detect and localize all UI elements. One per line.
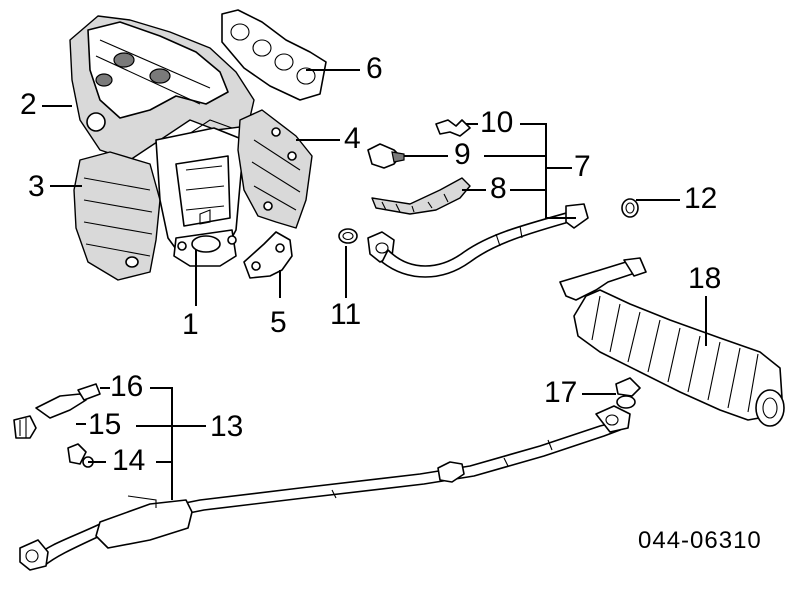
front-exhaust-pipe	[367, 203, 589, 278]
callout-6: 6	[366, 52, 383, 85]
callout-2: 2	[20, 88, 37, 121]
tailpipe-gasket	[621, 198, 639, 218]
muffler-assembly	[559, 257, 785, 427]
callout-11: 11	[330, 298, 361, 331]
callout-labels: 1 2 3 4 5 6 7 8 9 10 11 12 13 14 15 16 1…	[20, 52, 721, 477]
callout-3: 3	[28, 170, 45, 203]
sensor-clip	[67, 443, 94, 468]
oxygen-sensor	[13, 415, 37, 439]
callout-17: 17	[544, 376, 577, 409]
callout-13: 13	[210, 410, 243, 443]
lower-heat-shield	[73, 151, 161, 281]
pipe-heat-insulator	[371, 177, 471, 215]
callout-9: 9	[454, 138, 471, 171]
manifold-gasket	[221, 9, 327, 101]
converter-bracket	[243, 231, 293, 279]
callout-15: 15	[88, 408, 121, 441]
gasket-ring	[338, 228, 358, 244]
callout-4: 4	[344, 122, 361, 155]
center-exhaust-pipe	[19, 405, 631, 571]
diagram-code: 044-06310	[638, 527, 762, 554]
exhaust-manifold	[69, 15, 255, 161]
callout-7: 7	[574, 150, 591, 183]
muffler-gasket	[615, 377, 641, 409]
leader-lines	[42, 69, 707, 500]
oxygen-sensor-upper	[35, 383, 101, 419]
callout-8: 8	[490, 172, 507, 205]
callout-1: 1	[182, 308, 199, 341]
exhaust-hanger	[367, 143, 405, 169]
pipe-clamp	[435, 119, 471, 137]
callout-12: 12	[684, 182, 717, 215]
catalytic-converter	[155, 127, 245, 267]
callout-10: 10	[480, 106, 513, 139]
callout-14: 14	[112, 444, 145, 477]
heat-insulator	[237, 109, 313, 229]
callout-16: 16	[110, 370, 143, 403]
callout-18: 18	[688, 262, 721, 295]
callout-5: 5	[270, 306, 287, 339]
